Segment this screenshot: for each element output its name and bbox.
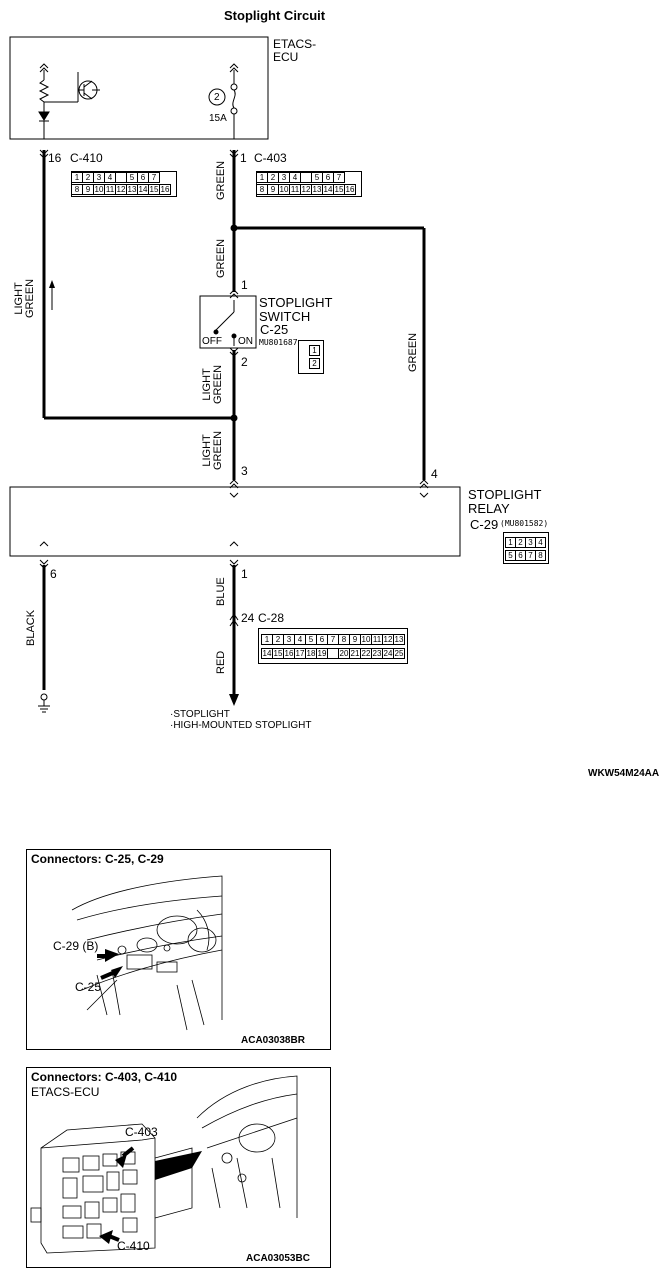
- output-label-stoplight: ·STOPLIGHT: [170, 709, 230, 720]
- output-arrow: [229, 694, 239, 706]
- c29-pin: 8: [535, 550, 546, 561]
- c25-pin: 1: [309, 345, 320, 356]
- c28-pin: 24: [241, 611, 255, 625]
- wire-label-light-green-relay: LIGHT GREEN: [201, 430, 224, 470]
- c410-pin: 7: [148, 172, 160, 183]
- transistor-icon: [38, 70, 100, 139]
- wire-label-light-green-switch: LIGHT GREEN: [201, 364, 224, 404]
- c28-name: C-28: [258, 611, 285, 625]
- c403-pin: 1: [240, 151, 247, 165]
- connector-panel-c403-c410: Connectors: C-403, C-410 ETACS-ECU: [26, 1067, 331, 1268]
- connector-panel-c25-c29: Connectors: C-25, C-29 C-29 (B) C-25 ACA…: [26, 849, 331, 1050]
- c28-pin: 25: [393, 648, 405, 659]
- panel2-subtitle: ETACS-ECU: [31, 1085, 100, 1099]
- panel2-callout-c410: C-410: [117, 1239, 150, 1253]
- fuse-rating: 15A: [209, 113, 227, 124]
- switch-pin-bottom: 2: [241, 355, 248, 369]
- c403-pin: 16: [344, 184, 356, 195]
- ground-icon: [38, 693, 50, 713]
- output-label-high-mounted: ·HIGH-MOUNTED STOPLIGHT: [170, 720, 312, 731]
- panel1-callout-c25: C-25: [75, 980, 102, 994]
- panel2-callout-c403: C-403: [125, 1125, 158, 1139]
- relay-part: (MU801582): [500, 519, 549, 528]
- wire-label-red: RED: [215, 650, 227, 674]
- c28-pin: 13: [393, 634, 405, 645]
- switch-connector: C-25: [260, 322, 289, 337]
- wire-label-light-green-left: LIGHT GREEN: [13, 278, 36, 318]
- relay-pin-3: 3: [241, 464, 248, 478]
- stoplight-relay-box: [9, 486, 461, 557]
- fuse-number: 2: [214, 92, 220, 103]
- panel1-callout-c29: C-29 (B): [53, 939, 99, 953]
- c403-pin: 7: [333, 172, 345, 183]
- wire-label-green-right: GREEN: [407, 332, 419, 372]
- switch-label: STOPLIGHT SWITCH: [259, 295, 333, 324]
- etacs-ecu-box: [9, 36, 269, 140]
- dashboard-illustration: [71, 875, 223, 1031]
- panel1-code: ACA03038BR: [241, 1035, 305, 1046]
- switch-pin-top: 1: [241, 278, 248, 292]
- c410-pin: 16: [159, 184, 171, 195]
- ecu-illustration: [30, 1075, 298, 1254]
- wire-label-green-top: GREEN: [215, 160, 227, 200]
- fuse-icon: [208, 70, 238, 139]
- diagram-title: Stoplight Circuit: [224, 8, 326, 23]
- c410-name: C-410: [70, 151, 103, 165]
- relay-pin-4: 4: [431, 467, 438, 481]
- c403-name: C-403: [254, 151, 287, 165]
- switch-part: MU801687: [259, 338, 298, 347]
- c29-pin: 4: [535, 537, 546, 548]
- panel2-code: ACA03053BC: [246, 1253, 310, 1264]
- etacs-ecu-label: ETACS- ECU: [273, 37, 317, 64]
- panel1-title: Connectors: C-25, C-29: [31, 852, 164, 866]
- stoplight-switch-box: [199, 295, 257, 349]
- switch-on: ON: [238, 336, 253, 347]
- c410-pin: 16: [48, 151, 62, 165]
- wire-label-black: BLACK: [25, 609, 37, 646]
- output-labels: ·STOPLIGHT ·HIGH-MOUNTED STOPLIGHT: [170, 709, 311, 731]
- relay-pin-1: 1: [241, 567, 248, 581]
- switch-off: OFF: [202, 336, 222, 347]
- c25-pin: 2: [309, 358, 320, 369]
- relay-label: STOPLIGHT RELAY: [468, 487, 542, 516]
- wire-label-blue: BLUE: [215, 577, 227, 606]
- panel2-title: Connectors: C-403, C-410: [31, 1070, 178, 1084]
- c25-connector: 1 2: [298, 340, 324, 374]
- diagram-code: WKW54M24AA: [588, 768, 660, 779]
- wire-label-green-mid: GREEN: [215, 238, 227, 278]
- relay-pin-6: 6: [50, 567, 57, 581]
- relay-connector: C-29: [470, 517, 499, 532]
